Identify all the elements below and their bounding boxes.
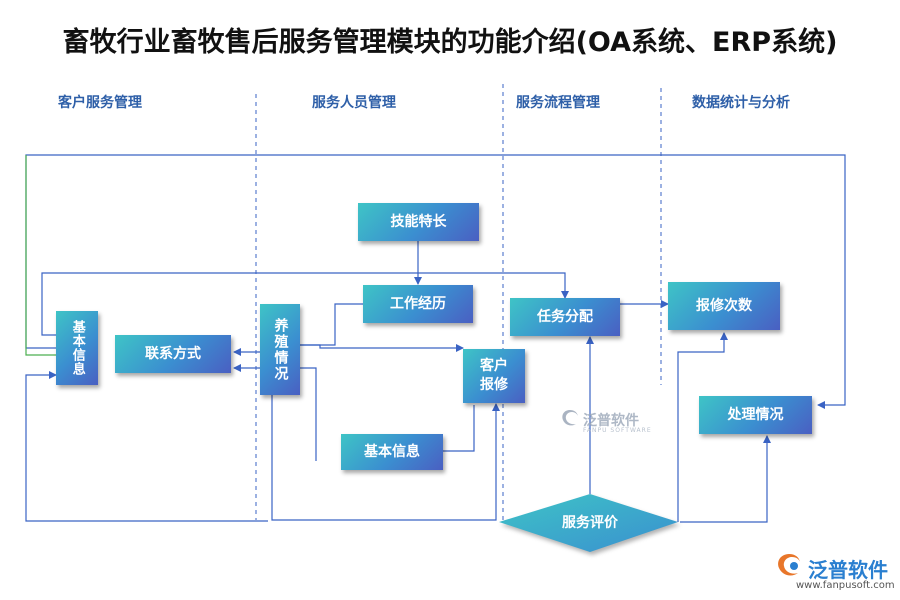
watermark-center-sub: FANPU SOFTWARE [583, 427, 652, 434]
node-label: 工作经历 [390, 295, 446, 312]
section-customer-service: 客户服务管理 [58, 95, 142, 111]
node-label: 报修次数 [696, 297, 752, 314]
node-breeding-status: 养殖情况 [260, 304, 300, 395]
section-process-management: 服务流程管理 [516, 95, 600, 111]
node-basic-info-staff: 基本信息 [341, 434, 443, 470]
node-label: 养殖情况 [272, 317, 289, 382]
node-label: 基本信息 [364, 443, 420, 460]
fanpu-brand-logo-icon [778, 554, 800, 576]
bottom-to-info-arrow [25, 371, 268, 522]
watermark-url: www.fanpusoft.com [796, 580, 895, 591]
page-title: 畜牧行业畜牧售后服务管理模块的功能介绍(OA系统、ERP系统) [62, 27, 838, 58]
breeding-to-repair-bottom-arrow [271, 395, 500, 521]
section-staff-management: 服务人员管理 [312, 95, 396, 111]
node-repair-count: 报修次数 [668, 282, 780, 330]
watermark-brand: 泛普软件 [808, 558, 888, 582]
node-label: 处理情况 [727, 406, 784, 423]
outer-loop-arrow [25, 154, 846, 409]
eval-to-count-arrow [677, 332, 728, 522]
fanpu-logo-icon [562, 410, 578, 426]
node-label: 基本信息 [69, 320, 85, 376]
node-work-experience: 工作经历 [363, 285, 473, 323]
eval-to-handling-arrow [680, 435, 771, 523]
green-loop-segment [25, 155, 56, 356]
node-label: 客户报修 [480, 358, 508, 393]
info-to-task-arrow [41, 272, 569, 336]
section-data-statistics: 数据统计与分析 [692, 95, 790, 111]
node-label: 联系方式 [145, 345, 201, 362]
node-contact: 联系方式 [115, 335, 231, 373]
work-to-breeding-line [300, 303, 363, 346]
node-label: 技能特长 [390, 213, 447, 230]
watermark-center: 泛普软件 [583, 413, 639, 429]
basic-to-repair-line [443, 405, 475, 452]
node-customer-repair: 客户报修 [463, 349, 525, 403]
node-handling-status: 处理情况 [699, 396, 812, 434]
node-label: 任务分配 [537, 308, 593, 325]
node-service-eval: 服务评价 [562, 515, 618, 531]
breeding-to-repair-arrow [300, 344, 464, 352]
node-basic-info-customer: 基本信息 [56, 311, 98, 385]
node-skills: 技能特长 [358, 203, 479, 241]
node-task-assign: 任务分配 [510, 298, 620, 336]
